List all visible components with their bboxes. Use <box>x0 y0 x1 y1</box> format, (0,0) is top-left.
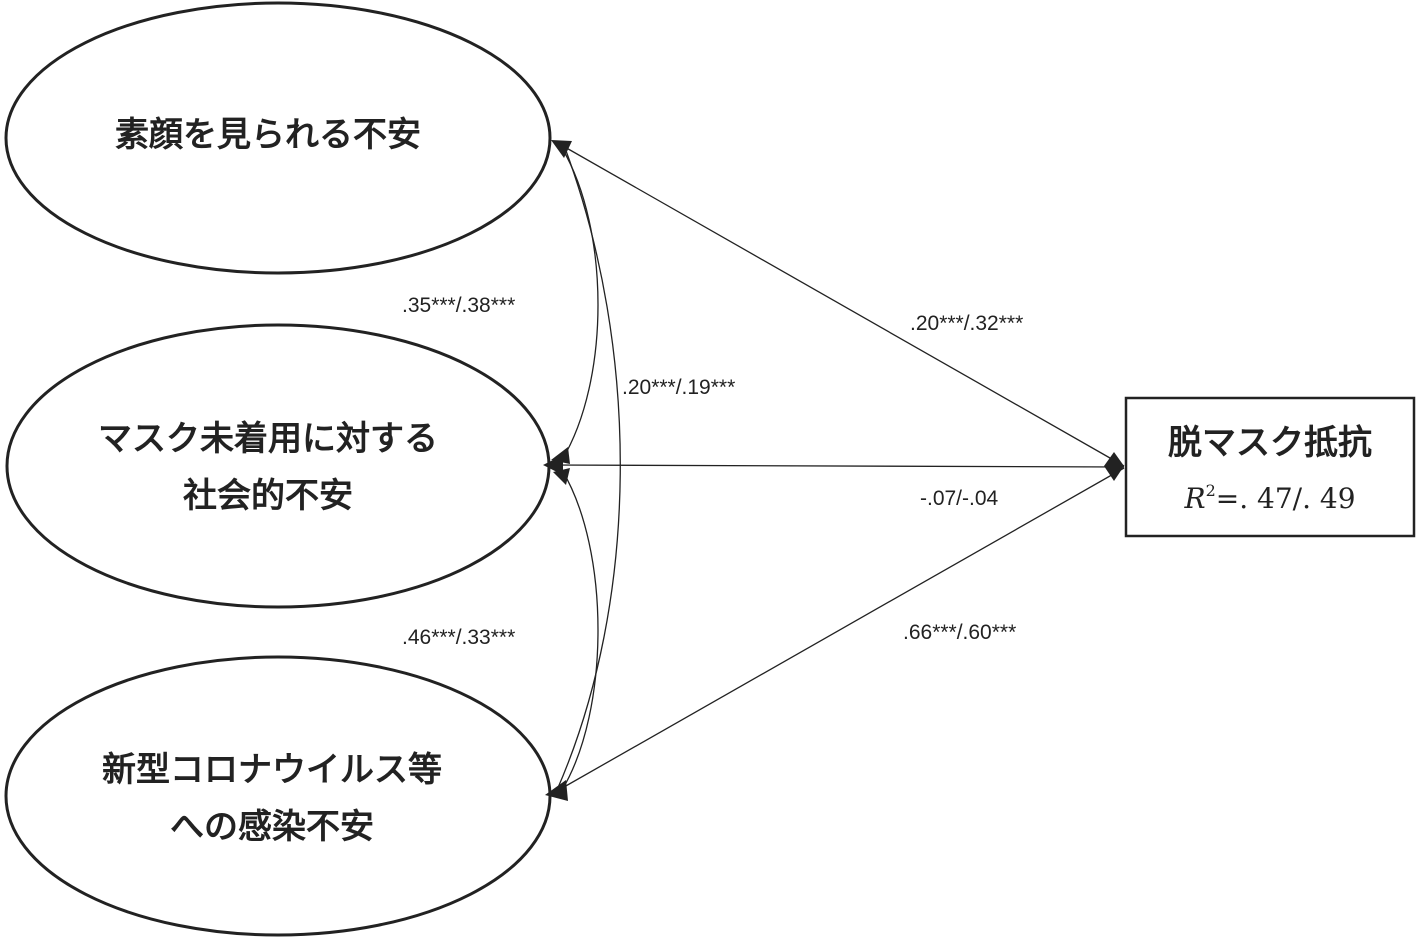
r2-exponent: 2 <box>1206 481 1216 500</box>
corr-curve-suppin-no-mask <box>561 147 599 461</box>
coef-corr-suppin-no-mask: .35***/.38*** <box>402 294 515 317</box>
label-suppin-anxiety: 素顔を見られる不安 <box>115 115 421 155</box>
coef-path-suppin-outcome: .20***/.32*** <box>910 312 1023 335</box>
path-line-no-mask-to-outcome <box>547 464 1125 468</box>
arrowhead-no-mask-bottom <box>553 468 570 485</box>
label-covid-line2: への感染不安 <box>170 807 374 847</box>
path-line-suppin-to-outcome <box>555 141 1125 467</box>
label-outcome-title: 脱マスク抵抗 <box>1168 423 1372 463</box>
node-covid-infection-anxiety <box>4 655 552 937</box>
label-no-mask-line1: マスク未着用に対する <box>98 419 438 459</box>
corr-curve-suppin-covid <box>556 147 621 791</box>
coef-corr-no-mask-covid: .46***/.33*** <box>402 626 515 649</box>
arrowhead-no-mask-mid <box>543 455 563 475</box>
label-covid-line1: 新型コロナウイルス等 <box>102 750 442 790</box>
coef-corr-suppin-covid: .20***/.19*** <box>622 376 735 399</box>
node-no-mask-social-anxiety <box>5 323 551 609</box>
r2-symbol: R <box>1183 482 1205 515</box>
label-no-mask-line2: 社会的不安 <box>183 476 353 516</box>
node-mask-removal-resistance <box>1124 396 1416 538</box>
label-outcome-r2: R2=. 47/. 49 <box>1183 481 1355 515</box>
node-suppin-anxiety <box>4 1 552 275</box>
coef-path-no-mask-outcome: -.07/-.04 <box>920 487 999 510</box>
corr-curve-no-mask-covid <box>561 469 599 791</box>
arrowhead-outcome-diamond <box>1104 452 1124 481</box>
arrowhead-covid <box>545 780 568 801</box>
path-line-covid-to-outcome <box>549 467 1125 796</box>
arrowhead-suppin <box>551 140 572 158</box>
coef-path-covid-outcome: .66***/.60*** <box>903 621 1016 644</box>
r2-value: =. 47/. 49 <box>1216 482 1356 515</box>
